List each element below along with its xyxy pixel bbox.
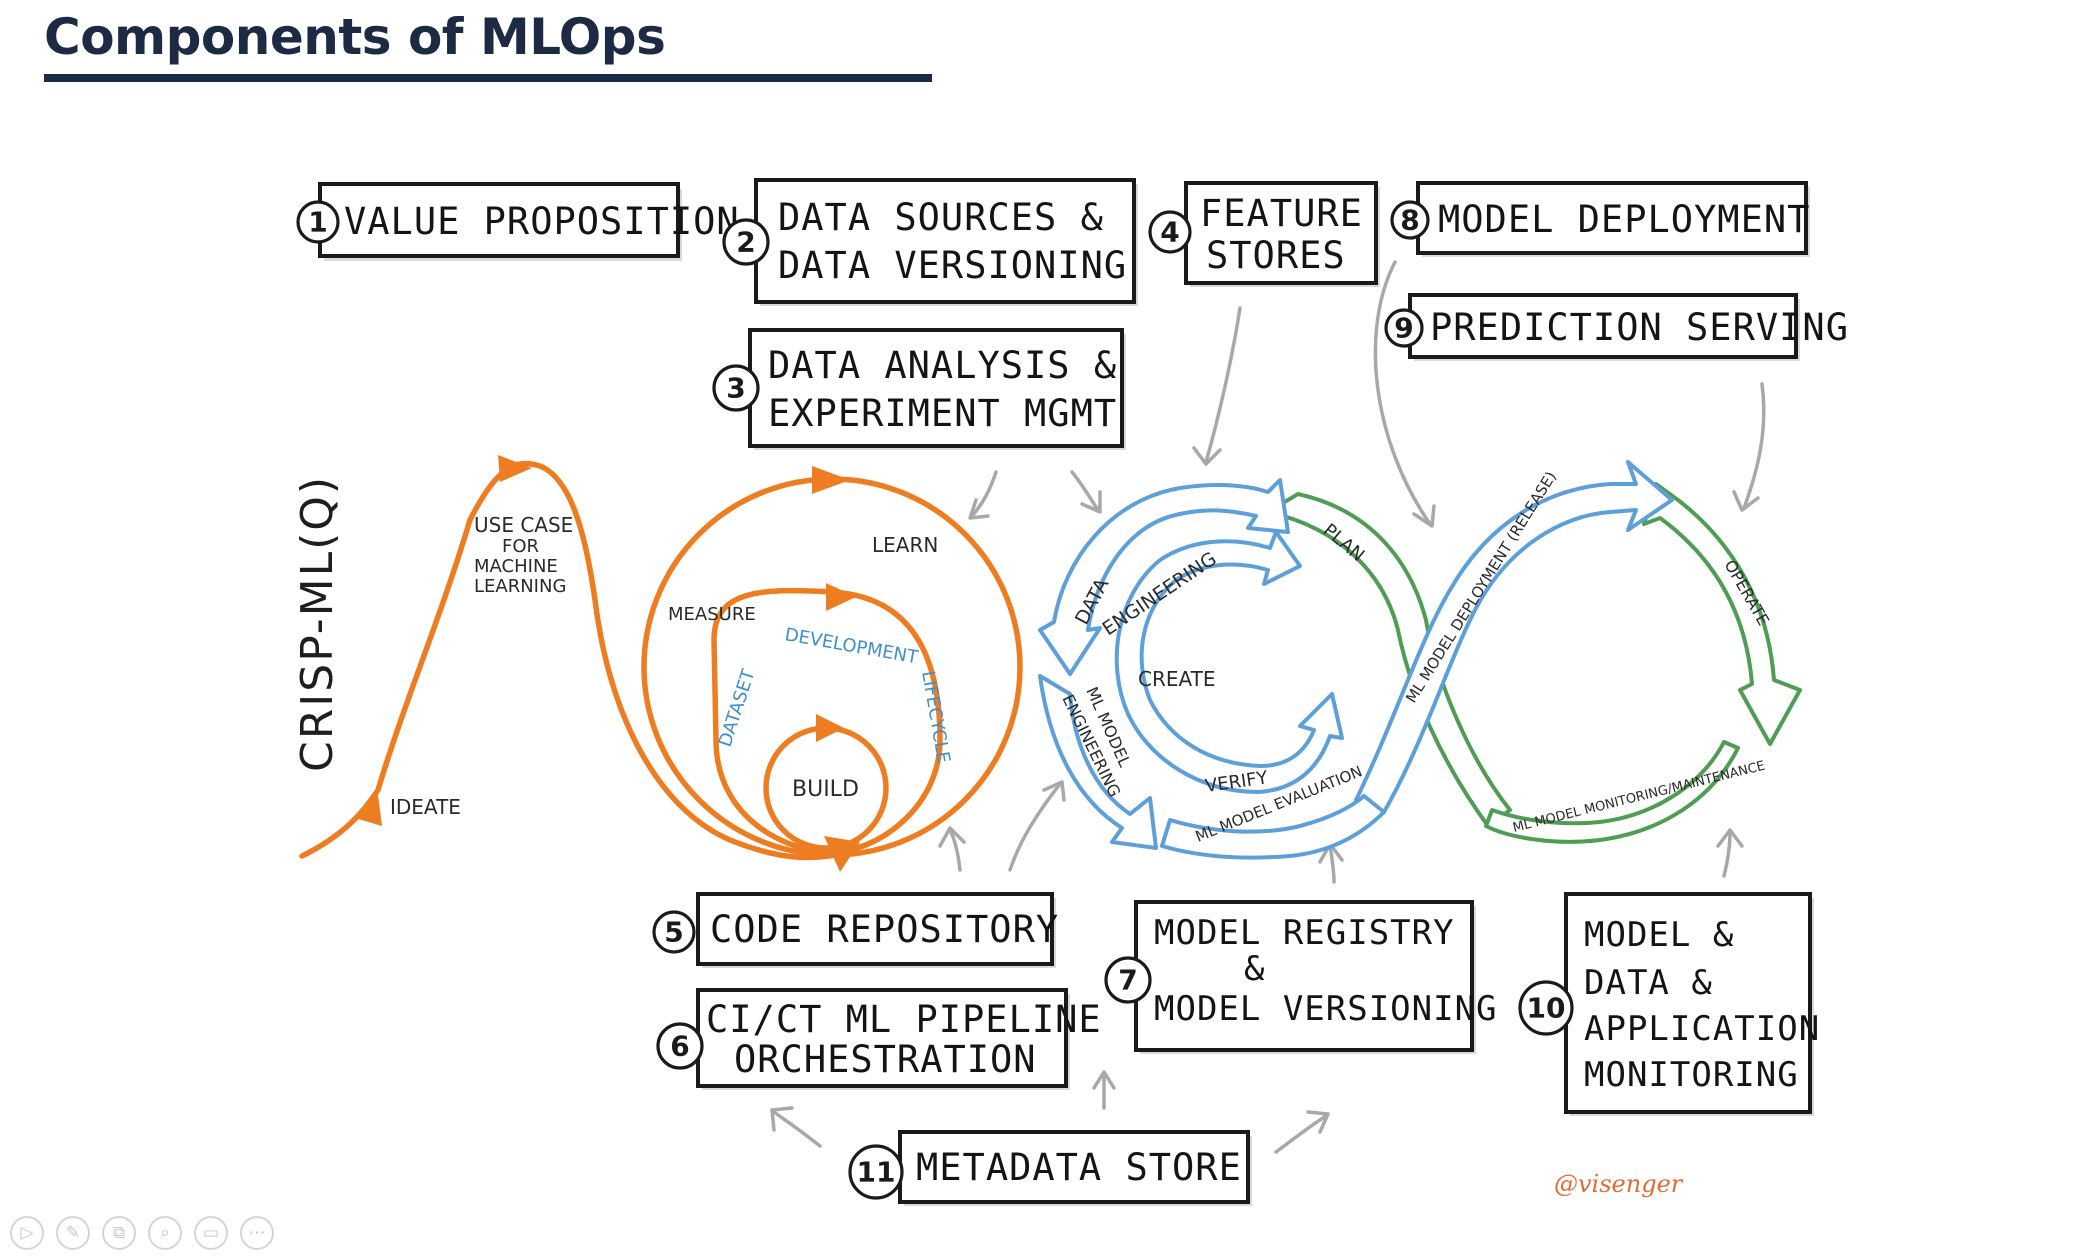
mlops-infinity-loop: DATA ENGINEERING CREATE ML MODEL ENGINEE… [1038,460,1802,860]
create-inner-band [1114,530,1344,794]
operate-band [1642,482,1802,746]
component-9-number-badge [1384,308,1424,348]
slides-icon[interactable]: ⧉ [102,1216,136,1250]
svg-text:MODEL &: MODEL & [1584,915,1734,955]
measure-label: MEASURE [668,604,756,625]
component-4-feature-stores: 4 FEATURE STORES [1148,181,1380,287]
component-11-number-badge [848,1144,904,1200]
svg-text:PREDICTION SERVING: PREDICTION SERVING [1430,306,1849,349]
svg-text:ORCHESTRATION: ORCHESTRATION [734,1038,1037,1081]
play-icon[interactable]: ▷ [10,1216,44,1250]
use-case-line3: MACHINE [474,556,558,577]
svg-text:DATA &: DATA & [1584,963,1713,1003]
crisp-ml-section: CRISP-ML(Q) IDEATE USE CASE FOR MACHINE … [292,455,1023,872]
connector-arrows [770,260,1766,1154]
component-6-number-badge [656,1022,704,1070]
title-underline [44,74,932,82]
svg-text:STORES: STORES [1206,234,1346,277]
ml-model-evaluation-band [1160,794,1386,860]
data-engineering-band [1038,478,1290,676]
component-8-model-deployment: 8 MODEL DEPLOYMENT [1390,181,1810,257]
component-6-ci-ct-pipeline: 6 CI/CT ML PIPELINE ORCHESTRATION [656,988,1102,1090]
svg-text:CI/CT ML PIPELINE: CI/CT ML PIPELINE [706,998,1102,1041]
svg-text:DATA VERSIONING: DATA VERSIONING [778,244,1127,287]
svg-text:9: 9 [1394,312,1413,345]
svg-text:MODEL DEPLOYMENT: MODEL DEPLOYMENT [1438,198,1810,241]
component-9-prediction-serving: 9 PREDICTION SERVING [1384,293,1849,361]
more-icon[interactable]: ⋯ [240,1216,274,1250]
svg-text:APPLICATION: APPLICATION [1584,1009,1820,1049]
use-case-line2: FOR [502,536,539,557]
component-5-number-badge [652,910,696,954]
ml-model-deployment-label: ML MODEL DEPLOYMENT (RELEASE) [1402,468,1560,706]
component-1-value-proposition: 1 VALUE PROPOSITION [296,182,740,261]
svg-text:1: 1 [308,206,327,239]
component-10-number-badge [1518,980,1574,1036]
crisp-ml-label: CRISP-ML(Q) [292,475,343,772]
svg-text:VALUE PROPOSITION: VALUE PROPOSITION [344,200,740,243]
svg-text:10: 10 [1527,992,1566,1025]
component-11-metadata-store: 11 METADATA STORE [848,1130,1252,1206]
author-signature: @visenger [1554,1170,1684,1198]
component-3-number-badge [712,364,760,412]
svg-text:MODEL VERSIONING: MODEL VERSIONING [1154,989,1498,1029]
svg-text:3: 3 [726,372,745,405]
zoom-icon[interactable]: ⌕ [148,1216,182,1250]
svg-text:DATA SOURCES &: DATA SOURCES & [778,196,1104,239]
use-case-line1: USE CASE [474,513,573,537]
component-7-number-badge [1104,956,1152,1004]
ideate-label: IDEATE [390,795,461,819]
svg-text:6: 6 [670,1030,689,1063]
ml-model-deployment-band [1354,460,1674,814]
svg-text:DATA ANALYSIS &: DATA ANALYSIS & [768,344,1117,387]
svg-text:5: 5 [664,916,683,949]
use-case-line4: LEARNING [474,576,566,597]
svg-text:METADATA STORE: METADATA STORE [916,1146,1242,1189]
subtitles-icon[interactable]: ▭ [194,1216,228,1250]
development-label: DEVELOPMENT [783,624,920,668]
monitoring-band [1484,740,1740,844]
dataset-label: DATASET [715,666,760,750]
pen-icon[interactable]: ✎ [56,1216,90,1250]
component-1-number-badge [296,200,340,244]
svg-text:7: 7 [1118,964,1137,997]
component-3-data-analysis: 3 DATA ANALYSIS & EXPERIMENT MGMT [712,328,1126,450]
component-5-code-repository: 5 CODE REPOSITORY [652,892,1059,968]
svg-text:FEATURE: FEATURE [1200,192,1363,235]
build-label: BUILD [792,777,859,802]
component-10-monitoring: 10 MODEL & DATA & APPLICATION MONITORING [1518,892,1820,1116]
component-4-number-badge [1148,210,1192,254]
component-7-model-registry: 7 MODEL REGISTRY & MODEL VERSIONING [1104,900,1498,1054]
learn-label: LEARN [872,533,938,557]
component-2-number-badge [722,218,770,266]
svg-text:&: & [1244,949,1265,989]
svg-text:MODEL REGISTRY: MODEL REGISTRY [1154,913,1455,953]
svg-text:8: 8 [1400,204,1419,237]
svg-text:11: 11 [857,1156,896,1189]
plan-band [1266,492,1512,828]
ml-model-engineering-band [1038,674,1158,850]
svg-text:2: 2 [736,226,755,259]
create-label: CREATE [1138,667,1215,691]
component-2-data-sources: 2 DATA SOURCES & DATA VERSIONING [722,178,1138,306]
slide-title: Components of MLOps [44,8,666,66]
lifecycle-label: LIFECYCLE [917,669,954,765]
component-8-number-badge [1390,200,1430,240]
ideate-curve [299,460,843,861]
svg-text:CODE REPOSITORY: CODE REPOSITORY [710,908,1059,951]
svg-text:4: 4 [1160,216,1179,249]
svg-text:EXPERIMENT MGMT: EXPERIMENT MGMT [768,392,1117,435]
svg-text:MONITORING: MONITORING [1584,1055,1799,1095]
presentation-toolbar: ▷ ✎ ⧉ ⌕ ▭ ⋯ [10,1216,274,1250]
